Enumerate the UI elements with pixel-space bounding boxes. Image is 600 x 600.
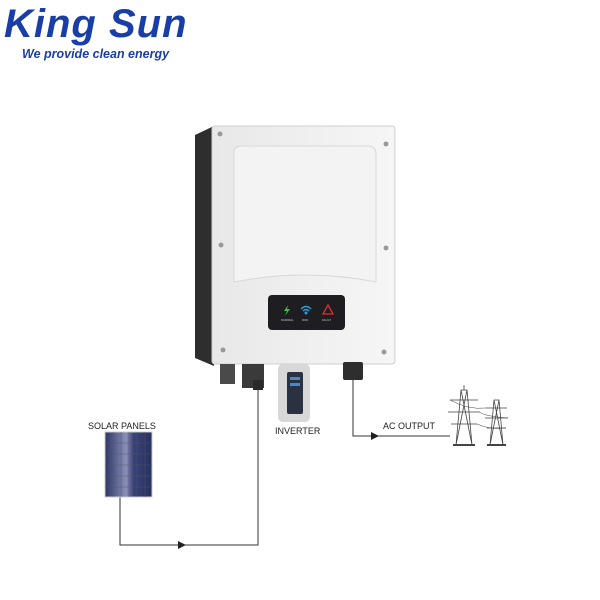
wifi-icon — [300, 305, 312, 315]
ac-wire — [352, 380, 450, 437]
dc-wire — [119, 388, 259, 546]
ac-arrow — [371, 432, 379, 440]
solar-panel — [104, 431, 153, 498]
label-inverter: INVERTER — [275, 426, 321, 436]
indicator-normal: NORMAL — [281, 318, 294, 322]
inverter: NORMAL WIFI FAULT — [195, 125, 396, 422]
warning-icon — [321, 303, 335, 315]
connector — [220, 364, 235, 384]
ac-connector — [343, 362, 363, 380]
indicator-fault: FAULT — [322, 318, 331, 322]
screws — [217, 131, 389, 355]
label-ac-output: AC OUTPUT — [383, 421, 436, 431]
lightning-icon — [284, 305, 290, 316]
label-solar-panels: SOLAR PANELS — [88, 421, 156, 431]
brand-logo: King Sun — [4, 2, 188, 46]
dc-arrow — [178, 541, 186, 549]
indicator-wifi: WIFI — [302, 318, 308, 322]
tagline: We provide clean energy — [22, 47, 170, 61]
power-tower-icon — [448, 385, 509, 446]
